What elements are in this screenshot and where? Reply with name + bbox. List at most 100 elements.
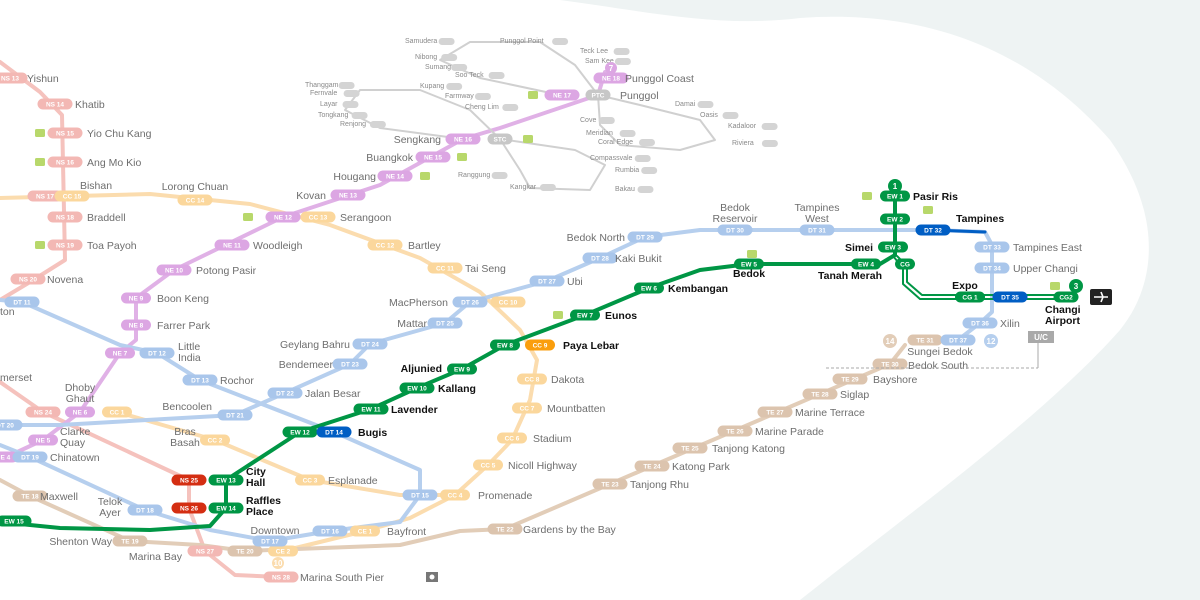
lrt-station-bakau[interactable]: Bakau [615, 186, 654, 193]
lrt-station-sam-kee[interactable]: Sam Kee [585, 58, 631, 65]
lrt-station-cove[interactable]: Cove [580, 117, 615, 124]
lrt-station-farmway[interactable]: Farmway [445, 93, 491, 100]
lrt-station-samudera[interactable]: Samudera [405, 38, 455, 45]
lrt-station-cheng-lim[interactable]: Cheng Lim [465, 104, 519, 111]
lrt-station-compassvale[interactable]: Compassvale [590, 155, 651, 162]
station-unnamed-16[interactable]: EW 15 [0, 515, 32, 527]
lrt-station-coral-edge[interactable]: Coral Edge [598, 139, 655, 146]
lrt-station-oasis[interactable]: Oasis [700, 112, 739, 119]
station-unnamed-71[interactable]: DT 20 [0, 419, 23, 431]
lrt-station-fernvale[interactable]: Fernvale [310, 90, 360, 97]
lrt-station-kadaloor[interactable]: Kadaloor [728, 123, 778, 130]
lrt-station-teck-lee[interactable]: Teck Lee [580, 48, 630, 55]
lrt-station-tongkang[interactable]: Tongkang [318, 112, 368, 119]
lrt-station-soo-teck[interactable]: Soo Teck [455, 72, 505, 79]
lrt-station-kupang[interactable]: Kupang [420, 83, 463, 90]
lrt-station-layar[interactable]: Layar [320, 101, 359, 108]
lrt-station-damai[interactable]: Damai [675, 101, 714, 108]
lrt-station-meridian[interactable]: Meridian [586, 130, 636, 137]
lrt-station-riviera[interactable]: Riviera [732, 140, 778, 147]
lrt-station-thanggam[interactable]: Thanggam [305, 82, 355, 89]
lrt-station-renjong[interactable]: Renjong [340, 121, 386, 128]
station-merset[interactable]: merset [0, 372, 32, 384]
lrt-station-punggol-point[interactable]: Punggol Point [500, 38, 569, 45]
lrt-station-nibong[interactable]: Nibong [415, 54, 458, 61]
lrt-station-ranggung[interactable]: Ranggung [458, 172, 508, 179]
lrt-station-kangkar[interactable]: Kangkar [510, 184, 556, 191]
